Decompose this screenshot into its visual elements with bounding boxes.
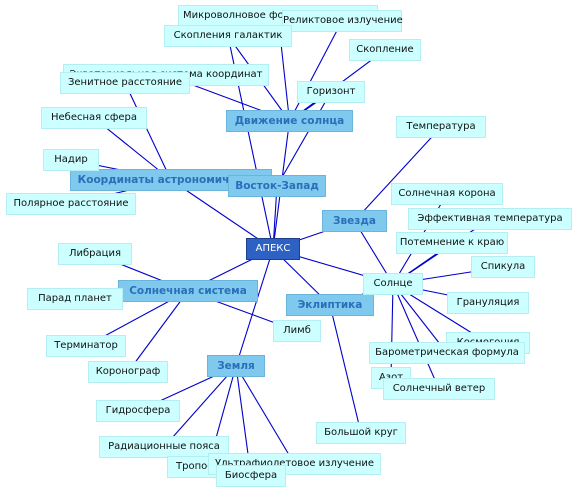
category-node[interactable]: Координаты астрономические (70, 169, 272, 191)
category-node[interactable]: Земля (207, 355, 265, 377)
term-node[interactable]: Радиационные пояса (99, 436, 229, 458)
edge-zemlya-ultrafioletovoe (235, 365, 295, 465)
term-node[interactable]: Реликтовое излучение (282, 10, 403, 32)
edge-zvezda-temperatura (354, 126, 442, 222)
term-node[interactable]: Гидросфера (96, 400, 180, 422)
term-node[interactable]: Биосфера (216, 465, 286, 487)
term-node[interactable]: Зенитное расстояние (60, 72, 190, 94)
term-node[interactable]: Потемнение к краю (396, 232, 508, 254)
term-node[interactable]: Солнце (363, 273, 423, 295)
category-node[interactable]: Солнечная система (118, 280, 258, 302)
category-node[interactable]: Эклиптика (286, 294, 374, 316)
edge-solnce-barometricheskaya (392, 283, 448, 354)
term-node[interactable]: Небесная сфера (41, 107, 147, 129)
category-node[interactable]: Звезда (322, 210, 387, 232)
term-node[interactable]: Парад планет (27, 288, 123, 310)
edge-koordinaty-zenitnoe (124, 82, 172, 181)
edge-dvizhenie-reliktovoe (289, 20, 343, 122)
category-node[interactable]: Движение солнца (226, 110, 353, 132)
term-node[interactable]: Скопление (349, 39, 421, 61)
term-node[interactable]: Солнечный ветер (383, 378, 495, 400)
term-node[interactable]: Эффективная температура (408, 208, 572, 230)
edge-solnce-veter (392, 283, 440, 390)
term-node[interactable]: Лимб (273, 320, 321, 342)
category-node[interactable]: Восток-Запад (228, 175, 326, 197)
edge-center-zemlya (235, 248, 274, 367)
center-node[interactable]: АПЕКС (246, 238, 300, 260)
term-node[interactable]: Скопления галактик (164, 25, 292, 47)
term-node[interactable]: Терминатор (46, 335, 126, 357)
edge-solnechnaya-koronograf (127, 290, 189, 373)
edge-zemlya-radiacionnye (163, 365, 237, 448)
term-node[interactable]: Барометрическая формула (369, 342, 525, 364)
term-node[interactable]: Температура (396, 116, 486, 138)
edge-ekliptika-bolshoi_krug (329, 304, 362, 434)
term-node[interactable]: Коронограф (88, 361, 168, 383)
term-node[interactable]: Большой круг (316, 422, 406, 444)
term-node[interactable]: Горизонт (297, 81, 365, 103)
edge-vostok-gorizont (276, 91, 332, 187)
edge-center-koordinaty (170, 179, 274, 250)
term-node[interactable]: Надир (43, 149, 99, 171)
term-node[interactable]: Либрация (58, 243, 132, 265)
term-node[interactable]: Солнечная корона (391, 183, 503, 205)
term-node[interactable]: Грануляция (447, 292, 529, 314)
term-node[interactable]: Спикула (471, 256, 535, 278)
term-node[interactable]: Полярное расстояние (6, 193, 136, 215)
